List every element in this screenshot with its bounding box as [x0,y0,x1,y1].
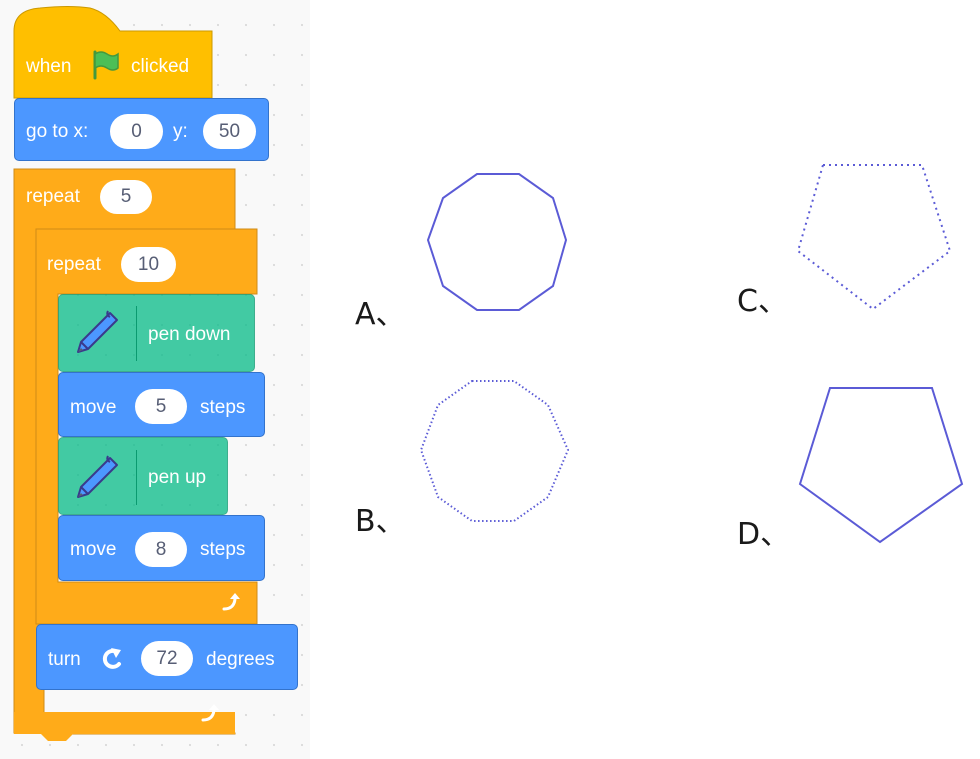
move-label: move [70,397,117,418]
repeat-outer-label: repeat [26,186,80,207]
steps-label: steps [200,397,246,418]
pen-divider [136,450,137,505]
when-flag-clicked-block[interactable] [0,0,310,120]
rotate-clockwise-icon [102,648,121,669]
move-steps-input[interactable]: 8 [135,532,187,567]
repeat-outer-count-input[interactable]: 5 [100,180,152,214]
pen-icon [77,455,118,498]
repeat-inner-count-input[interactable]: 10 [121,247,176,282]
move-label: move [70,539,117,560]
turn-label: turn [48,649,81,670]
repeat-inner-label: repeat [47,254,101,275]
option-c-label: C、 [737,284,788,319]
degrees-label: degrees [206,649,275,670]
go-to-x-label: go to x: [26,121,89,142]
option-d-pentagon [798,387,964,544]
turn-degrees-input[interactable]: 72 [141,641,193,676]
y-input[interactable]: 50 [203,114,256,149]
y-label: y: [173,121,188,142]
steps-label: steps [200,539,246,560]
when-label: when [26,56,72,77]
pen-divider [136,306,137,361]
clicked-label: clicked [131,56,190,77]
pen-icon [77,310,118,353]
option-b-label: B、 [355,504,406,539]
option-d-label: D、 [737,517,791,552]
green-flag-icon [93,50,119,80]
option-a-decagon [426,173,568,311]
loop-arrow-icon [222,593,240,611]
option-c-pentagon [796,164,952,311]
pen-down-label: pen down [148,324,231,345]
option-b-decagon [419,380,570,522]
pen-up-block[interactable] [58,437,228,515]
move-steps-input[interactable]: 5 [135,389,187,424]
loop-arrow-icon [201,704,219,722]
x-input[interactable]: 0 [110,114,163,149]
option-a-label: A、 [355,297,406,332]
scripts-workspace[interactable]: when clicked go to x: 0 y: 50 repeat 5 r… [0,0,310,759]
pen-up-label: pen up [148,467,207,488]
